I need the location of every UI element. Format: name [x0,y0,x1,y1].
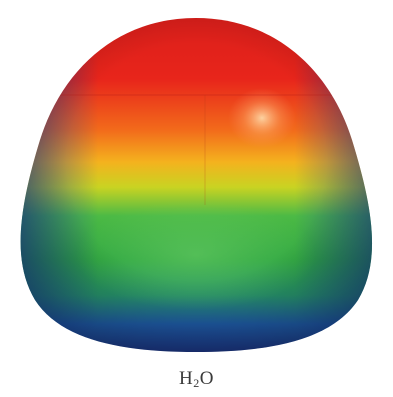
caption-element-o: O [199,368,214,389]
electrostatic-potential-surface [20,18,373,352]
molecule-formula-caption: H2O [0,368,393,391]
caption-element-h: H [179,368,194,389]
caption-subscript: 2 [193,376,200,390]
